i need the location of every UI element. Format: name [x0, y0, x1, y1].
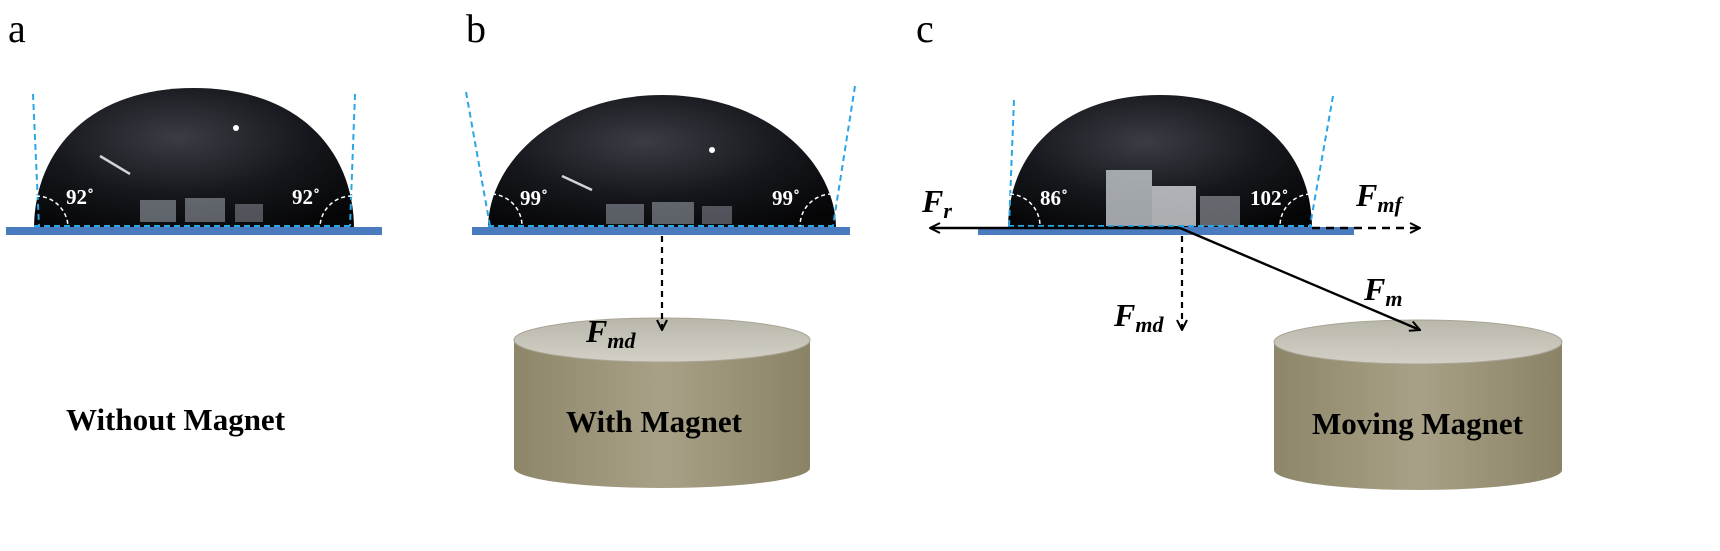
- contact-angle-right: 99˚: [772, 186, 800, 210]
- angle-arc-left: [35, 195, 69, 227]
- force-md-label: Fmd: [585, 313, 636, 353]
- panel-a-caption: Without Magnet: [66, 402, 286, 437]
- droplet-reflection: [1106, 170, 1152, 226]
- angle-arc-right: [319, 195, 353, 227]
- force-r-label: Fr: [921, 183, 952, 223]
- droplet-reflection: [709, 147, 715, 153]
- tangent-line-right: [349, 93, 356, 227]
- droplet-reflection: [652, 202, 694, 224]
- force-m-arrow: [1179, 226, 1420, 330]
- angle-arc-right: [799, 193, 833, 227]
- panel-a: a 92˚ 92˚ Without Magnet: [6, 6, 382, 437]
- droplet-reflection: [702, 206, 732, 224]
- panel-b: b 99˚ 99˚ Fmd With Magnet: [465, 6, 856, 488]
- panel-b-label: b: [466, 6, 486, 51]
- panel-b-caption: With Magnet: [566, 404, 743, 439]
- tangent-line-right: [1309, 95, 1334, 227]
- contact-angle-left: 99˚: [520, 186, 548, 210]
- substrate-a: [6, 227, 382, 235]
- droplet-reflection: [235, 204, 263, 222]
- droplet-reflection: [1200, 196, 1240, 226]
- substrate-c: [978, 227, 1354, 235]
- substrate-b: [472, 227, 850, 235]
- panel-c: c 86˚ 102˚ Fr Fmf Fm Fmd Moving Magnet: [916, 6, 1563, 490]
- magnet-c: [1273, 319, 1563, 490]
- contact-angle-left: 86˚: [1040, 186, 1068, 210]
- contact-angle-left: 92˚: [66, 185, 94, 209]
- force-mf-label: Fmf: [1355, 177, 1404, 217]
- force-m-label: Fm: [1363, 271, 1402, 311]
- droplet-c: [1008, 95, 1312, 229]
- tangent-line-left: [465, 91, 491, 227]
- droplet-reflection: [185, 198, 225, 222]
- angle-arc-left: [491, 193, 523, 227]
- panel-c-caption: Moving Magnet: [1312, 406, 1524, 441]
- panel-c-label: c: [916, 6, 934, 51]
- tangent-line-right: [832, 85, 856, 227]
- droplet-reflection: [561, 174, 593, 192]
- angle-arc-left: [1009, 193, 1041, 227]
- droplet-reflection: [606, 204, 644, 224]
- tangent-line-left: [1008, 99, 1015, 227]
- droplet-reflection: [1152, 186, 1196, 226]
- droplet-a: [34, 88, 354, 229]
- droplet-reflection: [99, 154, 131, 176]
- contact-angle-right: 102˚: [1250, 186, 1289, 210]
- panel-a-label: a: [8, 6, 26, 51]
- droplet-reflection: [140, 200, 176, 222]
- angle-arc-right: [1279, 193, 1311, 227]
- droplet-reflection: [233, 125, 239, 131]
- contact-angle-right: 92˚: [292, 185, 320, 209]
- tangent-line-left: [32, 93, 40, 227]
- magnet-b: [513, 317, 811, 488]
- force-md-label: Fmd: [1113, 297, 1164, 337]
- droplet-b: [488, 95, 836, 229]
